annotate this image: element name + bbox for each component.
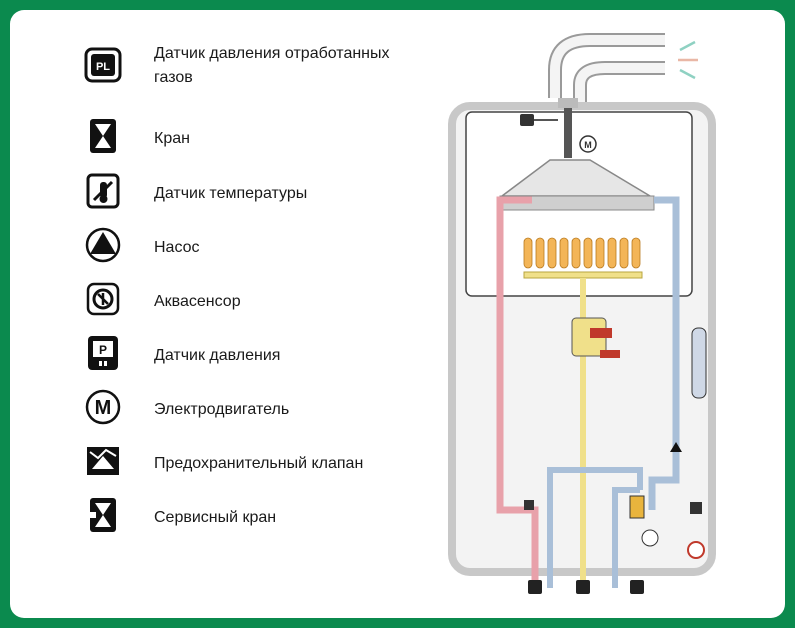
legend-label: Датчик температуры — [154, 185, 308, 202]
temperature-sensor-icon — [524, 500, 534, 510]
fan-shaft — [564, 108, 572, 158]
legend-label: Аквасенсор — [154, 293, 241, 310]
pump-icon — [670, 442, 682, 452]
expansion-vessel — [691, 327, 707, 399]
legend: PL Датчик давления отработанных газов Кр… — [10, 10, 440, 618]
service-valve-icon — [528, 580, 644, 594]
legend-item-service-valve: Сервисный кран — [70, 494, 450, 542]
aquasensor-icon — [84, 280, 122, 318]
heating-return-pipe — [648, 196, 680, 510]
legend-label: Датчик давления — [154, 347, 281, 364]
legend-item-flue-pressure-sensor: PL Датчик давления отработанных газов — [70, 44, 450, 92]
flue-pressure-sensor-icon — [520, 114, 534, 126]
legend-label: Электродвигатель — [154, 401, 290, 418]
svg-text:P: P — [99, 343, 107, 357]
aquasensor-icon — [629, 495, 645, 519]
legend-item-motor: M Электродвигатель — [70, 386, 450, 434]
legend-label: Кран — [154, 130, 190, 147]
motor-icon — [579, 135, 597, 153]
legend-label: Насос — [154, 239, 200, 256]
legend-label: Сервисный кран — [154, 509, 277, 526]
burner-manifold — [523, 271, 643, 279]
valve-icon — [84, 117, 122, 155]
pressure-sensor-icon: P — [84, 334, 122, 372]
temperature-sensor-icon — [84, 172, 122, 210]
flue-pressure-sensor-icon: PL — [84, 46, 122, 84]
legend-item-pump: Насос — [70, 224, 450, 272]
svg-text:PL: PL — [96, 61, 110, 73]
pump-icon — [84, 226, 122, 264]
legend-item-safety-valve: Предохранительный клапан — [70, 440, 450, 488]
motor-icon: M — [84, 388, 122, 426]
safety-valve-icon — [84, 442, 122, 480]
motor-icon — [641, 529, 659, 547]
legend-item-temperature-sensor: Датчик температуры — [70, 170, 450, 218]
cold-water-pipe — [547, 467, 643, 588]
diagram-card: PL Датчик давления отработанных газов Кр… — [10, 10, 785, 618]
svg-text:M: M — [584, 140, 592, 150]
legend-label: Предохранительный клапан — [154, 455, 364, 472]
burner-flames — [523, 237, 641, 269]
legend-label: Датчик давления отработанных газов — [154, 45, 390, 86]
heating-flow-pipe — [496, 196, 539, 588]
legend-item-pressure-sensor: P Датчик давления — [70, 332, 450, 380]
pressure-sensor-icon — [690, 502, 702, 514]
svg-text:M: M — [95, 397, 112, 419]
flue-pipe — [548, 33, 665, 105]
legend-item-valve: Кран — [70, 115, 450, 163]
legend-item-aquasensor: Аквасенсор — [70, 278, 450, 326]
service-valve-icon — [84, 496, 122, 534]
boiler-scheme: M — [440, 10, 785, 618]
safety-valve-icon — [687, 541, 705, 559]
